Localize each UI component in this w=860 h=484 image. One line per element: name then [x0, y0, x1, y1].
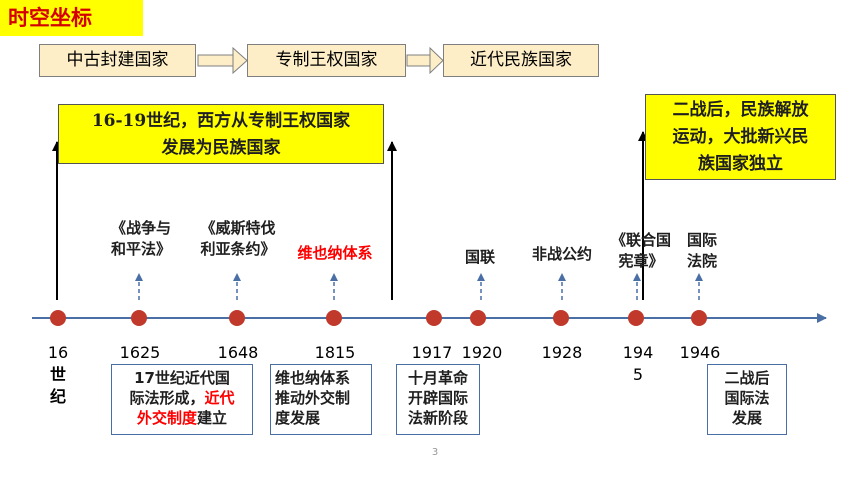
year-label-line: 16	[47, 343, 69, 362]
note-vienna-diplomacy: 维也纳体系 推动外交制 度发展	[270, 364, 372, 435]
stage-feudal: 中古封建国家	[39, 44, 196, 77]
note-text: 建立	[197, 409, 228, 427]
year-label-1920: 1920	[461, 343, 503, 362]
timeline-dot-1625	[131, 310, 147, 326]
event-label-icj: 国际 法院	[679, 230, 725, 272]
timeline-dot-16c	[50, 310, 66, 326]
callout-postwar-line2: 运动，大批新兴民	[672, 127, 809, 147]
callout-16-19c-line1: 16-19世纪，西方从专制王权国家	[91, 111, 351, 131]
timeline-dot-1920	[470, 310, 486, 326]
note-line: 国际法	[724, 389, 770, 407]
timeline-dot-1945	[628, 310, 644, 326]
stage-arrow-2	[406, 46, 444, 75]
year-label-1928: 1928	[541, 343, 583, 362]
year-label-1625: 1625	[119, 343, 161, 362]
callout-postwar-line3: 族国家独立	[698, 154, 783, 174]
event-label-vienna-system: 维也纳体系	[285, 243, 385, 264]
stage-nation-state: 近代民族国家	[443, 44, 599, 77]
note-october-revolution: 十月革命 开辟国际 法新阶段	[396, 364, 480, 435]
timeline-dot-1946	[691, 310, 707, 326]
timeline-dot-1917	[426, 310, 442, 326]
year-label-line: 5	[632, 365, 644, 384]
timeline-dot-1815	[326, 310, 342, 326]
event-label-league-of-nations: 国联	[452, 247, 508, 268]
event-label-line: 《战争与	[110, 219, 171, 237]
event-label-line: 《威斯特伐	[200, 219, 276, 237]
callout-16-19c-line2: 发展为民族国家	[161, 138, 281, 158]
year-label-1648: 1648	[217, 343, 259, 362]
year-label-1945: 194 5	[618, 342, 658, 386]
timeline-dot-1648	[229, 310, 245, 326]
note-line: 推动外交制	[275, 389, 351, 407]
page-title: 时空坐标	[0, 0, 143, 36]
year-label-1946: 1946	[679, 343, 721, 362]
year-label-1917: 1917	[411, 343, 453, 362]
stage-arrow-1	[197, 46, 248, 75]
callout-postwar: 二战后，民族解放 运动，大批新兴民 族国家独立	[645, 94, 836, 180]
year-label-1815: 1815	[314, 343, 356, 362]
event-label-kellogg-pact: 非战公约	[520, 244, 604, 265]
event-label-un-charter: 《联合国 宪章》	[605, 230, 677, 272]
note-17c-international-law: 17世纪近代国 际法形成，近代 外交制度建立	[111, 364, 253, 435]
note-highlight: 近代	[204, 389, 235, 407]
note-line: 外交制度建立	[112, 408, 252, 428]
stage-absolute-monarchy: 专制王权国家	[247, 44, 406, 77]
year-label-line: 纪	[49, 387, 66, 406]
callout-postwar-line1: 二战后，民族解放	[672, 100, 809, 120]
event-label-line: 和平法》	[110, 240, 171, 258]
event-label-war-and-peace: 《战争与 和平法》	[96, 218, 186, 260]
year-label-line: 194	[622, 343, 654, 362]
note-line: 度发展	[275, 409, 321, 427]
note-postwar-international-law: 二战后 国际法 发展	[707, 364, 787, 435]
year-label-16c: 16 世 纪	[40, 342, 76, 408]
note-line: 十月革命	[407, 369, 468, 387]
event-label-line: 非战公约	[531, 245, 592, 263]
note-text: 际法形成，	[129, 389, 205, 407]
callout-16-19c: 16-19世纪，西方从专制王权国家 发展为民族国家	[58, 104, 384, 164]
event-label-line: 维也纳体系	[297, 244, 373, 262]
event-label-line: 法院	[686, 252, 717, 270]
event-label-line: 利亚条约》	[200, 240, 276, 258]
year-label-line: 世	[49, 365, 66, 384]
event-label-westphalia: 《威斯特伐 利亚条约》	[188, 218, 288, 260]
note-line: 17世纪近代国	[134, 369, 230, 387]
note-highlight: 外交制度	[136, 409, 197, 427]
note-line: 开辟国际	[407, 389, 468, 407]
event-label-line: 《联合国	[610, 231, 671, 249]
note-line: 际法形成，近代	[112, 388, 252, 408]
event-label-line: 国联	[464, 248, 495, 266]
note-line: 维也纳体系	[275, 369, 351, 387]
event-label-line: 宪章》	[618, 252, 664, 270]
event-label-line: 国际	[686, 231, 717, 249]
note-line: 二战后	[724, 369, 770, 387]
page-number: 3	[431, 447, 439, 458]
note-line: 发展	[731, 409, 762, 427]
timeline-dot-1928	[553, 310, 569, 326]
note-line: 法新阶段	[407, 409, 468, 427]
